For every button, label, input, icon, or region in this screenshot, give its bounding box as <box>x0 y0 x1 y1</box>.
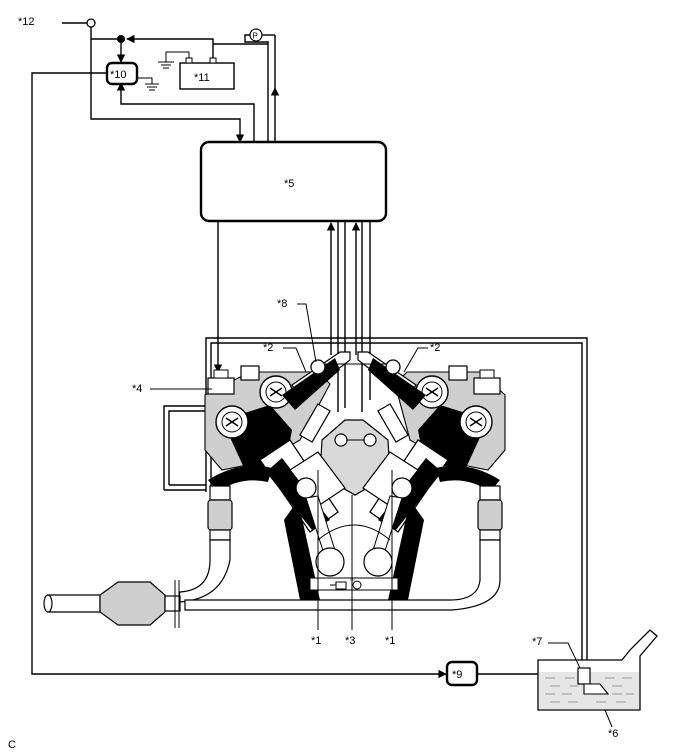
label-fuel-pump-left: *2 <box>263 342 273 354</box>
svg-text:ᵒᵒ: ᵒᵒ <box>350 578 355 584</box>
label-fuel-sender: *7 <box>532 636 542 648</box>
label-relay-10: *10 <box>110 69 127 81</box>
label-ecm: *5 <box>284 178 294 190</box>
footer-code: C <box>8 739 16 751</box>
gauge-icon: P <box>249 28 263 42</box>
battery-11 <box>179 57 235 90</box>
label-ignition-coil: *4 <box>132 383 142 395</box>
power-source-terminal <box>62 18 96 28</box>
label-pressure-sensor: *8 <box>277 298 287 310</box>
label-crank-sensor: *3 <box>345 635 355 647</box>
label-fuel-pump-right: *2 <box>430 342 440 354</box>
exhaust-system <box>43 485 503 628</box>
label-fuel-tank: *6 <box>608 728 618 740</box>
label-power-source: *12 <box>18 16 35 28</box>
label-battery: *11 <box>194 72 210 84</box>
label-injector-left: *1 <box>311 635 321 647</box>
svg-text:P: P <box>253 32 258 41</box>
ecm-box <box>199 140 388 223</box>
label-injector-right: *1 <box>385 635 395 647</box>
label-relay-9: *9 <box>452 669 462 681</box>
fuel-tank <box>537 629 658 711</box>
engine-v-block: ᵒᵒ <box>204 351 506 600</box>
junction-dot <box>117 35 125 43</box>
